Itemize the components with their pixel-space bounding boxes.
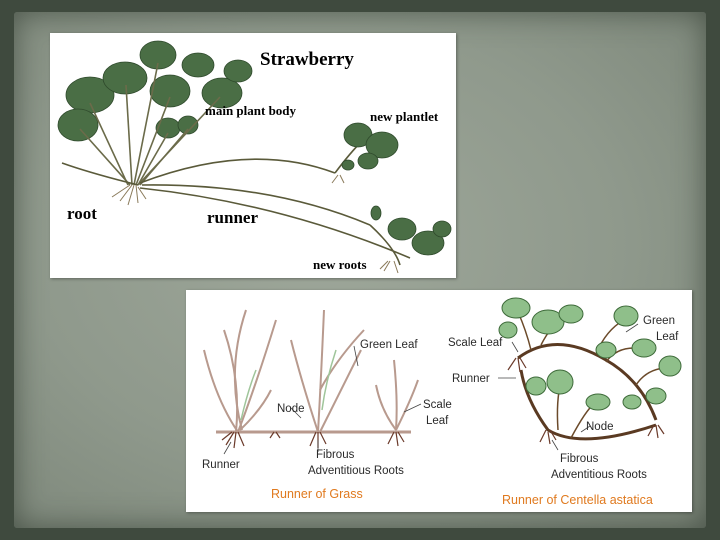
centella-label-adventitious-roots: Adventitious Roots	[551, 469, 647, 481]
label-runner: runner	[207, 208, 258, 227]
runner-comparison-diagram: Green Leaf Node Scale Leaf Runner Fibrou…	[186, 290, 692, 512]
strawberry-stems	[79, 62, 221, 186]
label-main-plant-body: main plant body	[205, 103, 297, 118]
label-new-roots: new roots	[313, 257, 367, 272]
grass-label-node: Node	[277, 403, 305, 415]
strawberry-title: Strawberry	[260, 49, 354, 70]
grass-label-green-leaf: Green Leaf	[360, 339, 418, 351]
grass-label-adventitious-roots: Adventitious Roots	[308, 465, 404, 477]
grass-label-scale-1: Scale	[423, 399, 452, 411]
centella-label-runner: Runner	[452, 373, 490, 385]
strawberry-leaves	[57, 40, 253, 142]
strawberry-plantlets	[341, 122, 452, 256]
grass-illustration: Green Leaf Node Scale Leaf Runner Fibrou…	[202, 309, 452, 501]
strawberry-diagram: Strawberry main plant body new plantlet …	[50, 33, 456, 278]
strawberry-runners	[61, 140, 411, 266]
strawberry-roots	[111, 174, 399, 274]
centella-label-scale-leaf: Scale Leaf	[448, 337, 503, 349]
grass-label-runner: Runner	[202, 459, 240, 471]
label-root: root	[67, 204, 97, 223]
label-new-plantlet: new plantlet	[370, 109, 439, 124]
grass-caption: Runner of Grass	[271, 487, 363, 501]
grass-label-scale-2: Leaf	[426, 415, 449, 427]
centella-label-green-2: Leaf	[656, 331, 679, 343]
runner-illustration: Green Leaf Node Scale Leaf Runner Fibrou…	[202, 297, 682, 507]
centella-label-node: Node	[586, 421, 614, 433]
centella-label-fibrous: Fibrous	[560, 453, 599, 465]
centella-caption: Runner of Centella astatica	[502, 493, 653, 507]
centella-label-green-1: Green	[643, 315, 675, 327]
strawberry-illustration: Strawberry main plant body new plantlet …	[57, 40, 452, 274]
centella-illustration: Green Leaf Scale Leaf Runner Node Fibrou…	[448, 297, 682, 507]
grass-label-fibrous: Fibrous	[316, 449, 355, 461]
